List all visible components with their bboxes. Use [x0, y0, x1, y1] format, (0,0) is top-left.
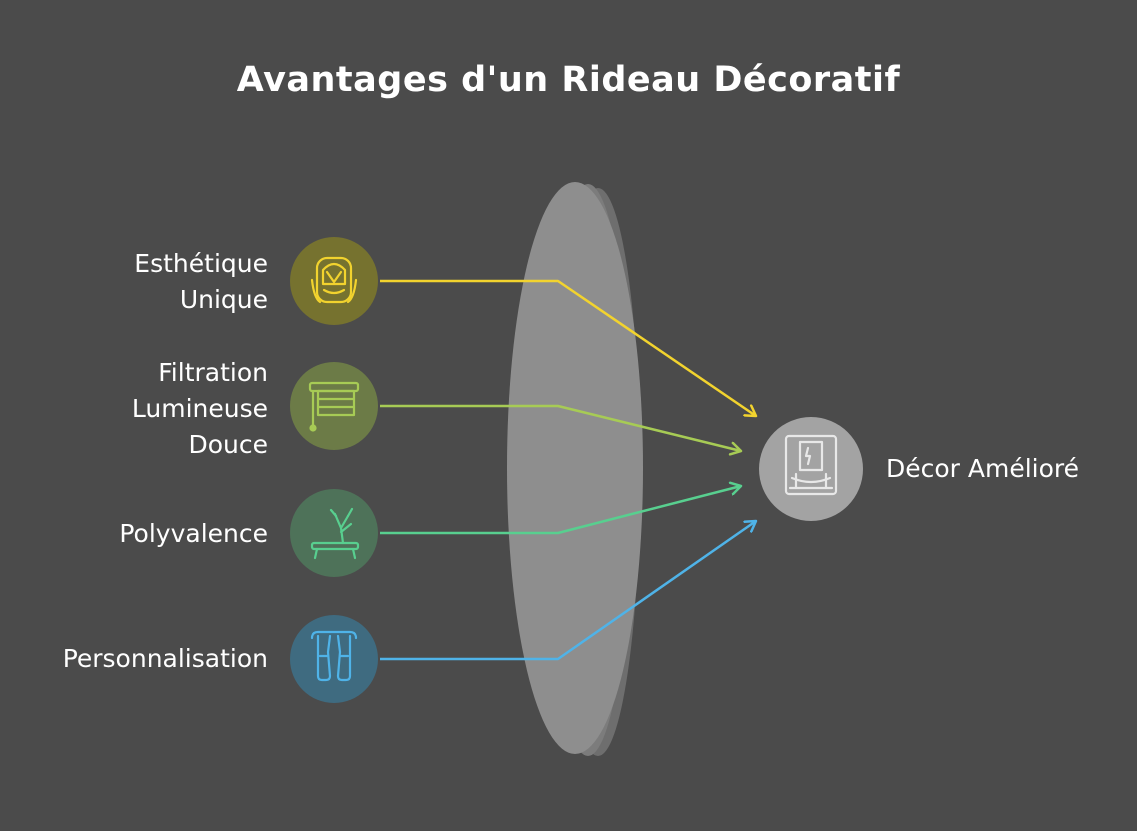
input-node-personnalisation: [290, 615, 378, 703]
output-label: Décor Amélioré: [886, 454, 1080, 483]
roller-blind-icon: [308, 381, 360, 432]
bench-plant-icon: [310, 507, 360, 560]
connector-lines: [380, 279, 756, 661]
input-label-personnalisation: Personnalisation: [62, 644, 268, 673]
input-label-polyvalence: Polyvalence: [119, 519, 268, 548]
connector-polyvalence: [380, 486, 741, 535]
car-seat-icon: [310, 256, 358, 304]
input-circle-personnalisation: [290, 615, 378, 703]
input-label-esthetique: Esthétique Unique: [134, 249, 268, 314]
input-circle-polyvalence: [290, 489, 378, 577]
output-node: [759, 417, 863, 521]
connector-filtration: [380, 404, 741, 451]
input-node-esthetique: [290, 237, 378, 325]
decorated-window-icon: [784, 434, 838, 496]
diagram-title: Avantages d'un Rideau Décoratif: [236, 60, 901, 100]
curtain-icon: [310, 630, 358, 682]
input-node-filtration: [290, 362, 378, 450]
input-nodes: [290, 237, 378, 703]
input-node-polyvalence: [290, 489, 378, 577]
connector-esthetique: [380, 279, 756, 416]
input-label-filtration: Filtration Lumineuse Douce: [131, 358, 268, 459]
connector-personnalisation: [380, 521, 756, 661]
lens-shape: [507, 182, 643, 756]
